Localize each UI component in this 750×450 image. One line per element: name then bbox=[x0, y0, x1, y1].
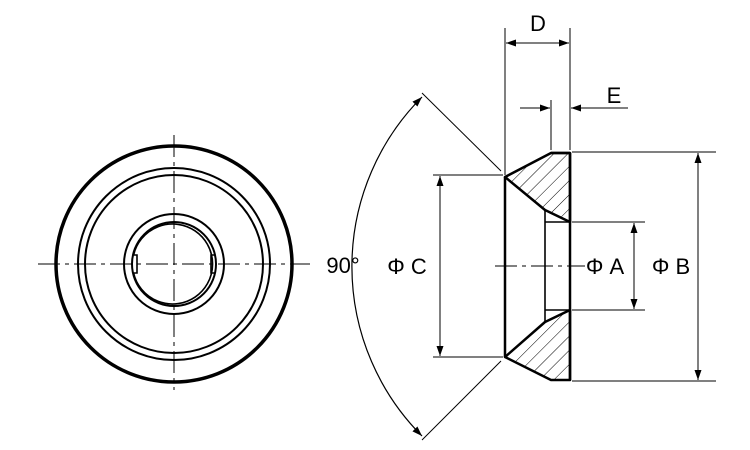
front-view bbox=[38, 135, 310, 390]
dimension-e-label: E bbox=[607, 83, 622, 108]
dimension-e: E bbox=[520, 83, 628, 150]
dimension-angle: 90° bbox=[326, 92, 502, 441]
dimension-phi-c-label: Φ C bbox=[387, 254, 427, 279]
dimension-phi-a-label: Φ A bbox=[586, 254, 625, 279]
dimension-phi-b: Φ B bbox=[572, 151, 716, 382]
dimension-d-label: D bbox=[530, 11, 546, 36]
section-view bbox=[495, 151, 585, 382]
dimension-angle-label: 90° bbox=[326, 253, 359, 278]
dimension-phi-b-label: Φ B bbox=[652, 254, 690, 279]
dimension-d: D bbox=[504, 11, 571, 175]
section-hatch-top bbox=[503, 151, 572, 224]
front-centerlines bbox=[38, 135, 310, 390]
dimension-phi-c: Φ C bbox=[387, 174, 503, 358]
dimension-phi-a: Φ A bbox=[572, 221, 645, 311]
section-hatch-bottom bbox=[503, 308, 572, 382]
